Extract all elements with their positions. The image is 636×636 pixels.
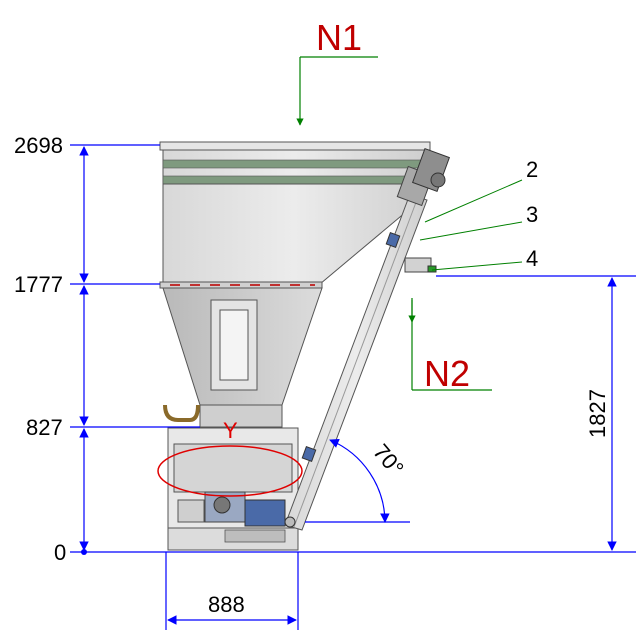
- level-1777-label: 1777: [14, 272, 63, 297]
- detail-ellipse: [157, 445, 303, 497]
- level-0-label: 0: [54, 540, 66, 565]
- inlet-flow-marker: N1: [296, 17, 378, 126]
- callout-3: 3: [526, 202, 538, 227]
- inlet-label-n1: N1: [316, 17, 362, 58]
- dimension-lines: [70, 144, 636, 630]
- hopper-machine: [159, 141, 451, 551]
- outlet-flow-marker: N2: [408, 298, 492, 394]
- level-827-label: 827: [26, 415, 63, 440]
- origin-dot: [81, 549, 87, 555]
- callout-2: 2: [526, 157, 538, 182]
- level-2698-label: 2698: [14, 133, 63, 158]
- detail-label-y: Y: [223, 418, 238, 443]
- callout-leaders: [419, 179, 523, 271]
- angle-label: 70°: [368, 439, 409, 481]
- width-888-label: 888: [208, 592, 245, 617]
- height-1827-label: 1827: [585, 389, 610, 438]
- callout-4: 4: [526, 246, 538, 271]
- outlet-label-n2: N2: [424, 353, 470, 394]
